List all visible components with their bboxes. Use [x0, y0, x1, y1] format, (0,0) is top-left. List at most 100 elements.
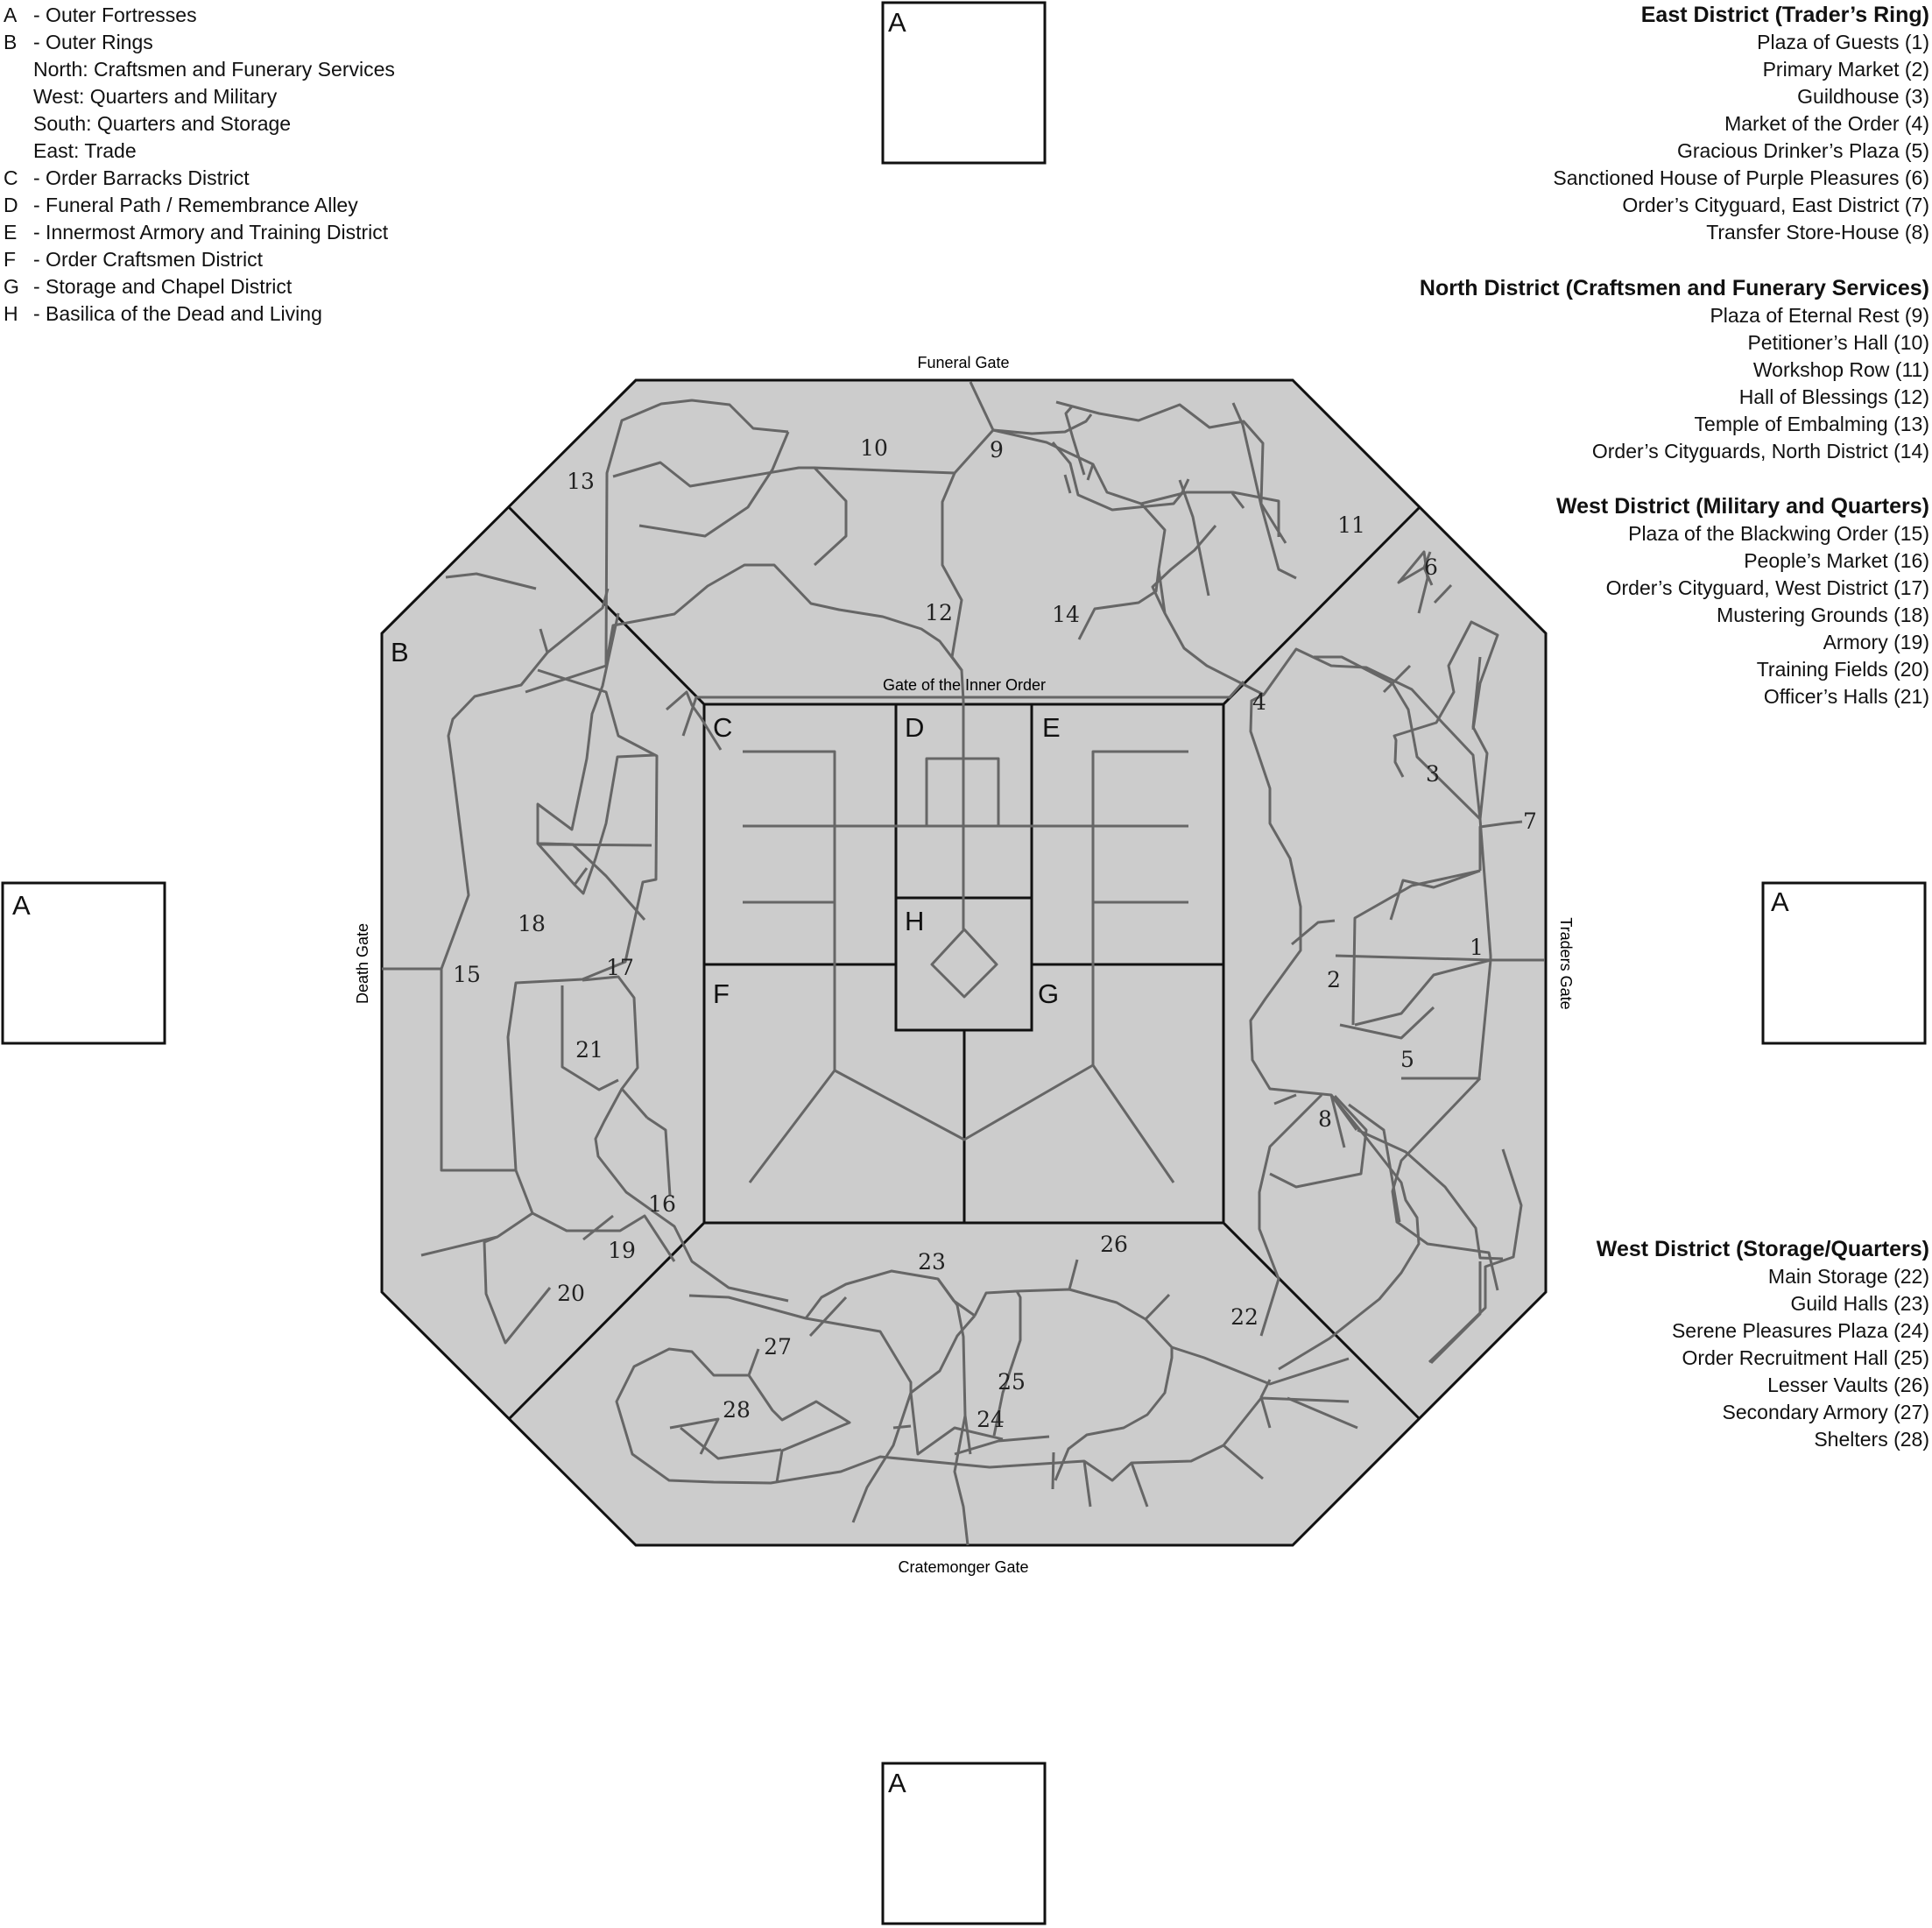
legend-text: South: Quarters and Storage: [33, 112, 292, 135]
location-8: 8: [1318, 1106, 1332, 1132]
district-item: People’s Market (16): [1744, 549, 1929, 572]
legend-key-letter: G: [4, 275, 19, 298]
district-item: Order’s Cityguard, East District (7): [1622, 194, 1929, 216]
gate-west: Death Gate: [354, 923, 371, 1004]
legend-row: North: Craftsmen and Funerary Services: [4, 56, 395, 83]
location-26: 26: [1100, 1232, 1128, 1257]
district-title: West District (Storage/Quarters): [1596, 1237, 1929, 1261]
district-item: Order’s Cityguard, West District (17): [1605, 576, 1929, 599]
location-24: 24: [977, 1407, 1005, 1432]
legend-key-letter: D: [4, 194, 18, 216]
location-18: 18: [518, 911, 546, 936]
district-item: Order’s Cityguards, North District (14): [1591, 440, 1929, 463]
district-item: Temple of Embalming (13): [1694, 413, 1929, 435]
district-label-f: F: [713, 978, 730, 1009]
district-item: Guildhouse (3): [1797, 85, 1929, 108]
gate-north: Funeral Gate: [917, 354, 1009, 371]
fortress-label-east: A: [1771, 886, 1789, 917]
location-11: 11: [1337, 512, 1365, 538]
district-item: Training Fields (20): [1756, 658, 1929, 681]
legend-row: G - Storage and Chapel District: [4, 273, 395, 300]
gate-south: Cratemonger Gate: [898, 1558, 1028, 1576]
location-4: 4: [1252, 689, 1266, 715]
legend-text: - Order Barracks District: [33, 166, 250, 189]
location-25: 25: [998, 1369, 1026, 1395]
district-title: West District (Military and Quarters): [1555, 494, 1929, 519]
district-item: Shelters (28): [1814, 1428, 1929, 1451]
location-28: 28: [723, 1397, 751, 1423]
district-label-e: E: [1042, 712, 1061, 743]
district-title: North District (Craftsmen and Funerary S…: [1419, 276, 1929, 300]
legend-row: South: Quarters and Storage: [4, 110, 395, 138]
location-22: 22: [1230, 1304, 1259, 1330]
district-item: Workshop Row (11): [1752, 358, 1929, 381]
roads: [382, 381, 1545, 1546]
location-16: 16: [648, 1191, 676, 1217]
legend-key-letter: F: [4, 248, 17, 271]
district-item: Guild Halls (23): [1790, 1292, 1930, 1315]
location-12: 12: [925, 600, 953, 625]
district-item: Gracious Drinker’s Plaza (5): [1676, 139, 1929, 162]
legend-west-district: West District (Military and Quarters) Pl…: [1556, 493, 1929, 710]
location-19: 19: [608, 1238, 636, 1263]
location-9: 9: [990, 437, 1004, 463]
location-15: 15: [453, 962, 481, 987]
location-27: 27: [764, 1334, 792, 1359]
location-10: 10: [860, 435, 888, 461]
legend-row: C - Order Barracks District: [4, 165, 395, 192]
fortress-label-north: A: [888, 7, 906, 38]
district-item: Main Storage (22): [1767, 1265, 1929, 1288]
location-7: 7: [1523, 809, 1537, 834]
legend-row: West: Quarters and Military: [4, 83, 395, 110]
gate-inner: Gate of the Inner Order: [883, 676, 1046, 694]
district-label-c: C: [713, 712, 732, 743]
district-label-d: D: [905, 712, 924, 743]
legend-key-letter: E: [4, 221, 18, 244]
location-17: 17: [606, 955, 634, 980]
legend-east-district: East District (Trader’s Ring) Plaza of G…: [1553, 2, 1929, 246]
legend-key-letter: A: [4, 4, 18, 26]
legend-row: E - Innermost Armory and Training Distric…: [4, 219, 395, 246]
legend-key-letter: H: [4, 302, 18, 325]
legend-key-letter: C: [4, 166, 18, 189]
district-item: Lesser Vaults (26): [1767, 1374, 1929, 1396]
legend-text: - Order Craftsmen District: [33, 248, 263, 271]
location-5: 5: [1400, 1047, 1414, 1072]
legend-row: B - Outer Rings: [4, 29, 395, 56]
district-item: Serene Pleasures Plaza (24): [1671, 1319, 1929, 1342]
legend-north-district: North District (Craftsmen and Funerary S…: [1420, 275, 1929, 465]
location-13: 13: [567, 469, 595, 494]
legend-key: A - Outer Fortresses B - Outer Rings North…: [4, 2, 395, 328]
legend-text: - Outer Fortresses: [33, 4, 197, 26]
legend-text: North: Craftsmen and Funerary Services: [33, 58, 395, 81]
legend-text: - Funeral Path / Remembrance Alley: [33, 194, 358, 216]
location-numbers: 1 2 3 4 5 6 7 8 9 10 11 12 13 14 15 16 1…: [453, 435, 1537, 1432]
legend-text: - Storage and Chapel District: [33, 275, 293, 298]
ring-label: B: [391, 637, 409, 667]
legend-text: - Innermost Armory and Training District: [33, 221, 389, 244]
district-item: Primary Market (2): [1762, 58, 1929, 81]
legend-text: East: Trade: [33, 139, 137, 162]
location-6: 6: [1424, 554, 1438, 580]
district-item: Sanctioned House of Purple Pleasures (6): [1553, 166, 1929, 189]
gate-east: Traders Gate: [1557, 917, 1575, 1009]
district-item: Transfer Store-House (8): [1706, 221, 1929, 244]
legend-key-letter: B: [4, 31, 18, 53]
legend-text: West: Quarters and Military: [33, 85, 278, 108]
legend-south-district: West District (Storage/Quarters) Main St…: [1597, 1236, 1929, 1453]
district-item: Secondary Armory (27): [1722, 1401, 1929, 1423]
legend-row: East: Trade: [4, 138, 395, 165]
district-item: Petitioner’s Hall (10): [1747, 331, 1929, 354]
district-item: Mustering Grounds (18): [1717, 604, 1929, 626]
location-23: 23: [918, 1249, 946, 1275]
legend-row: H- Basilica of the Dead and Living: [4, 300, 395, 328]
location-3: 3: [1426, 761, 1440, 787]
legend-text: - Outer Rings: [33, 31, 153, 53]
district-item: Armory (19): [1823, 631, 1929, 653]
district-item: Plaza of Eternal Rest (9): [1710, 304, 1929, 327]
district-label-h: H: [905, 906, 924, 936]
district-item: Order Recruitment Hall (25): [1682, 1346, 1929, 1369]
location-2: 2: [1327, 967, 1341, 992]
location-1: 1: [1470, 935, 1484, 960]
